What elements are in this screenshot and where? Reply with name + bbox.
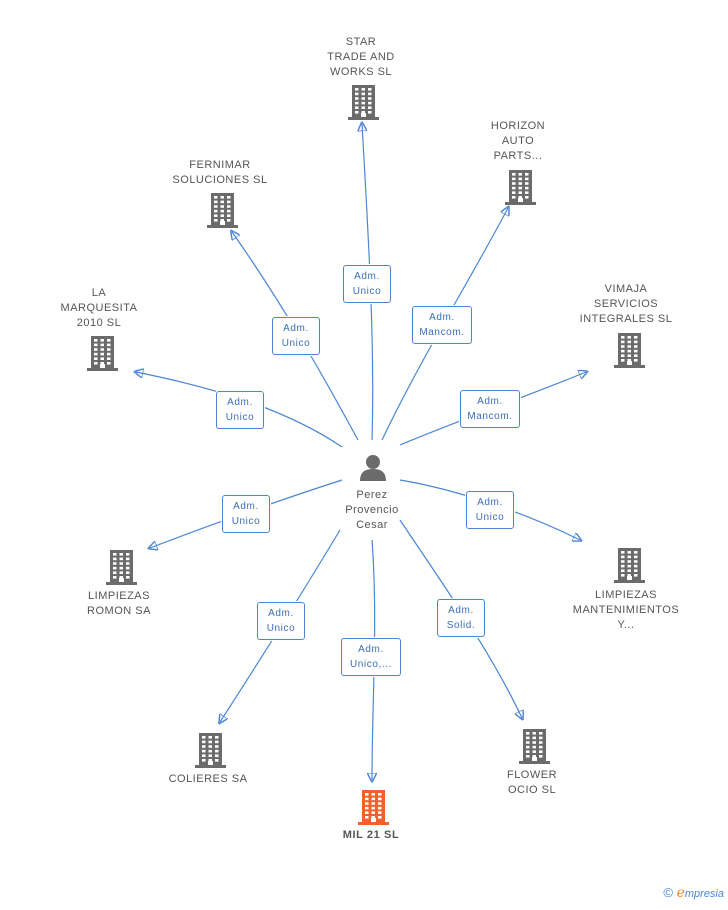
role-badge-fernimar: Adm.Unico xyxy=(272,317,320,355)
building-icon[interactable] xyxy=(207,193,238,233)
building-icon[interactable] xyxy=(87,336,118,376)
role-badge-horizon: Adm.Mancom. xyxy=(412,306,472,344)
empresia-logo[interactable]: © empresia xyxy=(663,885,724,901)
building-icon[interactable] xyxy=(195,733,226,773)
role-badge-mil21: Adm.Unico,... xyxy=(341,638,401,676)
building-icon[interactable] xyxy=(348,85,379,125)
building-icon-highlighted[interactable] xyxy=(358,790,389,830)
role-badge-flower: Adm.Solid. xyxy=(437,599,485,637)
person-icon xyxy=(360,455,386,481)
copyright-icon: © xyxy=(663,885,673,900)
building-icon[interactable] xyxy=(614,548,645,588)
role-badge-mantenimientos: Adm.Unico xyxy=(466,491,514,529)
role-badge-marquesita: Adm.Unico xyxy=(216,391,264,429)
role-badge-romon: Adm.Unico xyxy=(222,495,270,533)
role-badge-star: Adm.Unico xyxy=(343,265,391,303)
building-icon[interactable] xyxy=(614,333,645,373)
building-icon[interactable] xyxy=(519,729,550,769)
building-icon[interactable] xyxy=(505,170,536,210)
role-badge-vimaja: Adm.Mancom. xyxy=(460,390,520,428)
company-label-colieres[interactable]: COLIERES SA xyxy=(168,773,248,785)
role-badge-colieres: Adm.Unico xyxy=(257,602,305,640)
building-icon[interactable] xyxy=(106,550,137,590)
company-label-mil21[interactable]: MIL 21 SL xyxy=(342,829,400,841)
